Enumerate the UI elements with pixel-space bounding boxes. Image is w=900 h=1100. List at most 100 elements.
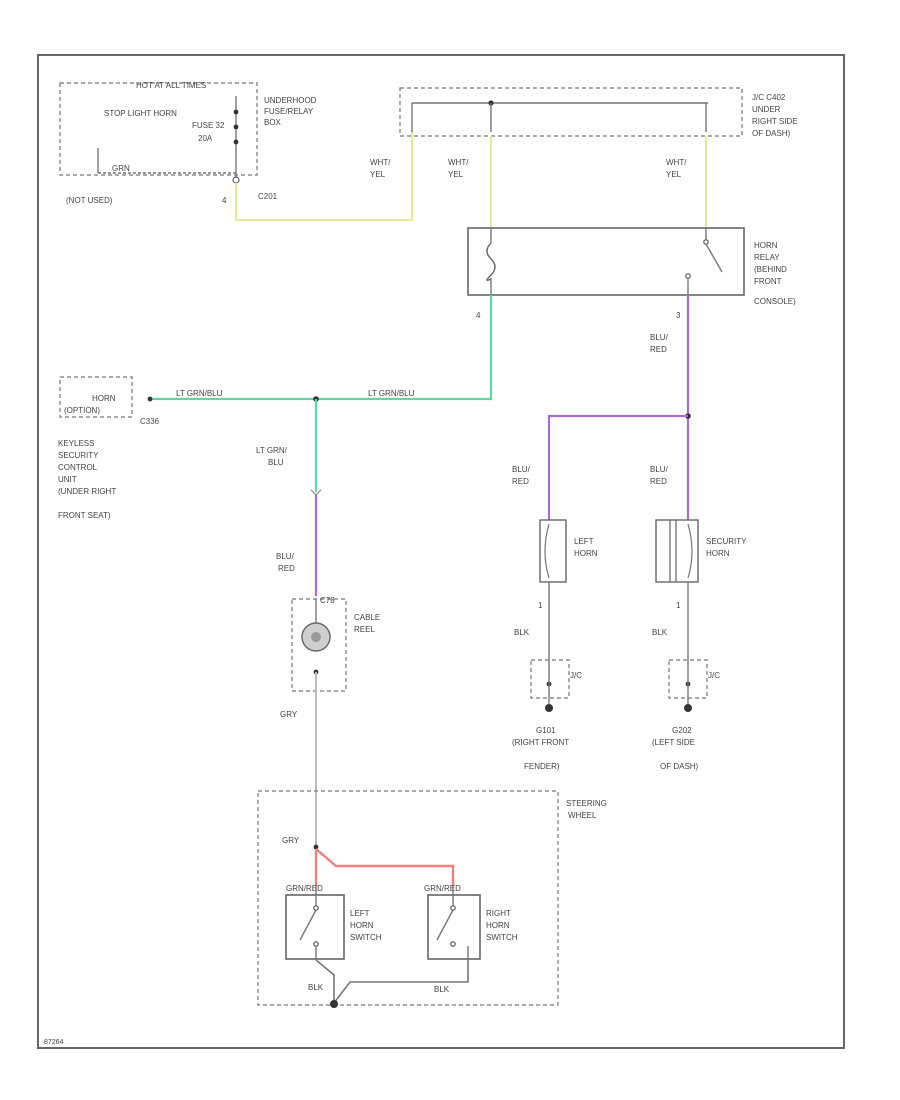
blk-label: BLK [434,985,450,994]
keyless-label: FRONT SEAT) [58,511,111,520]
horn-option-box [59,376,133,418]
c336-label: C336 [140,417,160,426]
cable-reel-box [291,598,347,692]
security-horn-label: SECURITY [706,537,747,546]
hot-at-all-times-label: HOT AT ALL TIMES [136,81,206,90]
stop-light-horn-label: STOP LIGHT HORN [104,109,177,118]
blu-red-label: RED [650,345,667,354]
blk-wire [315,959,335,1003]
jc-ground-left [530,659,570,699]
blu-red-label: BLU/ [650,333,669,342]
ground-label: G101 [536,726,556,735]
ground-label: OF DASH) [660,762,699,771]
horn-relay-label: HORN [754,241,778,250]
jc-label: J/C C402 [752,93,786,102]
horn-option-label: HORN [92,394,116,403]
horn-relay-label: RELAY [754,253,780,262]
ground-point [330,1000,338,1008]
right-horn-switch-label: HORN [486,921,510,930]
cable-reel-hub [311,632,321,642]
ground-label: FENDER) [524,762,560,771]
keyless-label: KEYLESS [58,439,94,448]
relay-pin-label: 4 [476,311,481,320]
grn-red-wire [315,848,455,886]
keyless-label: CONTROL [58,463,98,472]
left-horn-switch-label: LEFT [350,909,370,918]
security-horn-symbol [655,519,699,583]
jc-label: UNDER [752,105,781,114]
horn-relay-box [467,227,745,296]
grn-red-label: GRN/RED [424,884,461,893]
ground-g202 [684,704,692,712]
steering-wheel-label: STEERING [566,799,607,808]
left-horn-symbol [539,519,567,583]
blu-red-label: RED [650,477,667,486]
horn-option-label: (OPTION) [64,406,100,415]
underhood-label: BOX [264,118,282,127]
switch-contact [313,905,319,911]
horn-relay-label: (BEHIND [754,265,787,274]
wht-yel-label: YEL [666,170,682,179]
lt-grn-label: BLU [268,458,284,467]
grn-wire-label: GRN [112,164,130,173]
left-horn-switch-label: HORN [350,921,374,930]
relay-contact [703,239,709,245]
relay-coil [486,242,496,282]
left-horn-pin: 1 [538,601,543,610]
blk-label: BLK [308,983,324,992]
blu-red-label: BLU/ [512,465,531,474]
keyless-label: UNIT [58,475,77,484]
steering-wheel-box [257,790,559,1006]
wht-yel-label: WHT/ [370,158,391,167]
switch-contact [313,941,319,947]
left-horn-switch-arm [299,909,317,941]
security-horn-pin: 1 [676,601,681,610]
relay-contact [685,273,691,279]
cable-reel-label: REEL [354,625,375,634]
left-horn-label: LEFT [574,537,594,546]
wht-yel-wire [235,130,413,221]
fuse-terminal-dot [233,139,239,145]
security-horn-bell [687,523,693,579]
left-horn-bell [544,523,550,579]
cable-reel-pin-label: C78 [320,596,335,605]
blu-red-label: BLU/ [650,465,669,474]
gry-label: GRY [280,710,298,719]
lt-grn-blu-wire [150,295,493,401]
gry-label: GRY [282,836,300,845]
diagram-frame [37,54,845,1049]
c201-label: C201 [258,192,278,201]
lt-grn-blu-label: LT GRN/BLU [368,389,415,398]
fuse-amp-label: 20A [198,134,213,143]
keyless-label: SECURITY [58,451,99,460]
blk-wire [333,960,469,1004]
switch-contact [450,905,456,911]
fuse-terminal-dot [233,124,239,130]
security-horn-label: HORN [706,549,730,558]
right-horn-switch-label: SWITCH [486,933,518,942]
right-horn-switch-arm [436,909,454,941]
ground-label: (LEFT SIDE [652,738,695,747]
grn-red-label: GRN/RED [286,884,323,893]
jc-label: RIGHT SIDE [752,117,798,126]
fuse-number-label: FUSE 32 [192,121,225,130]
wht-yel-label: YEL [448,170,464,179]
lt-grn-label: LT GRN/ [256,446,288,455]
right-horn-switch-label: RIGHT [486,909,511,918]
jc-label: J/C [708,671,720,680]
ground-g101 [545,704,553,712]
underhood-label: FUSE/RELAY [264,107,314,116]
blu-red-label: RED [512,477,529,486]
connector-c336 [147,396,153,402]
left-horn-switch-label: SWITCH [350,933,382,942]
left-horn-label: HORN [574,549,598,558]
keyless-label: (UNDER RIGHT [58,487,116,496]
left-horn-switch-box [285,894,345,960]
blu-red-wire [547,414,688,520]
relay-switch-arm [705,243,723,273]
underhood-label: UNDERHOOD [264,96,317,105]
cable-reel-label: CABLE [354,613,380,622]
wht-yel-label: WHT/ [448,158,469,167]
ground-label: G202 [672,726,692,735]
blu-red-label: BLU/ [276,552,295,561]
